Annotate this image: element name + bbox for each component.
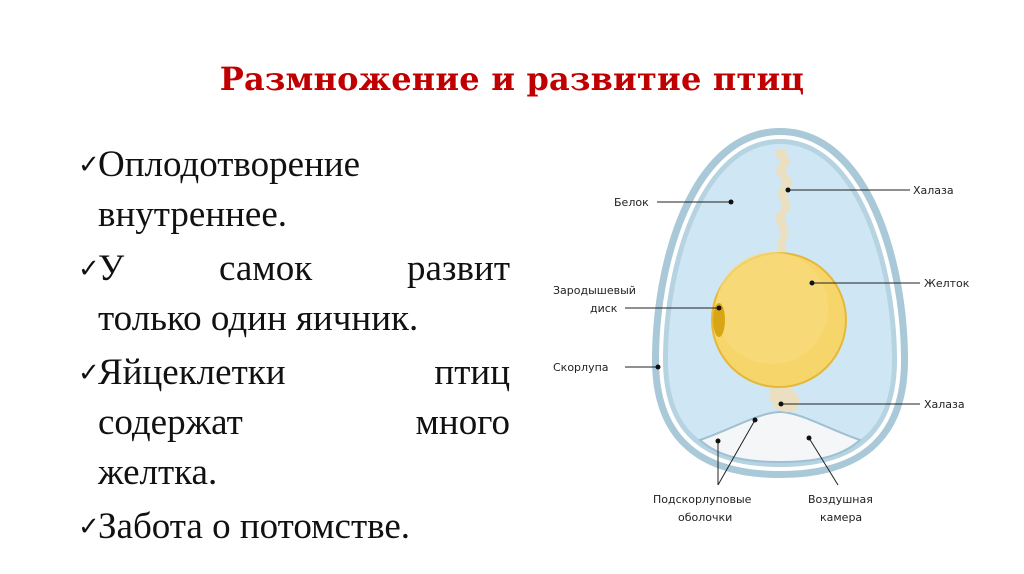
- checkmark-icon: ✓: [78, 254, 100, 284]
- bullet-line: Оплодотворение: [98, 144, 361, 185]
- label-air-cell-2: камера: [820, 511, 862, 524]
- label-germinal-disc-2: диск: [590, 302, 618, 315]
- label-chalaza-bottom: Халаза: [924, 398, 965, 411]
- label-air-cell: Воздушная: [808, 493, 873, 506]
- bullet-list: ✓ Оплодотворение внутреннее. ✓ У самок р…: [78, 140, 510, 556]
- label-yolk: Желток: [924, 277, 970, 290]
- bullet-line: внутреннее.: [98, 194, 288, 235]
- egg-structure-diagram: Белок Халаза Зародышевый диск Желток Ско…: [553, 128, 970, 524]
- label-albumen: Белок: [614, 196, 649, 209]
- leader-dots: [655, 187, 815, 444]
- chalaza-top: [774, 148, 793, 256]
- label-shell: Скорлупа: [553, 361, 609, 374]
- bullet-line: содержат много: [98, 402, 510, 443]
- bullet-item: ✓ Оплодотворение внутреннее.: [78, 140, 510, 240]
- yolk-highlight: [716, 252, 828, 364]
- chalaza-bottom: [769, 384, 800, 412]
- bullet-item: ✓ Забота о потомстве.: [78, 502, 510, 552]
- label-germinal-disc: Зародышевый: [553, 284, 636, 297]
- bullet-line: У самок развит: [98, 248, 510, 289]
- checkmark-icon: ✓: [78, 512, 100, 542]
- bullet-line: только один яичник.: [98, 298, 419, 339]
- bullet-item: ✓ Яйцеклетки птиц содержат много желтка.: [78, 348, 510, 498]
- germinal-disc: [713, 303, 725, 337]
- bullet-line: Яйцеклетки птиц: [98, 352, 510, 393]
- checkmark-icon: ✓: [78, 358, 100, 388]
- bullet-item: ✓ У самок развит только один яичник.: [78, 244, 510, 344]
- label-membranes-2: оболочки: [678, 511, 732, 524]
- label-chalaza-top: Халаза: [913, 184, 954, 197]
- bullet-line: желтка.: [98, 452, 218, 493]
- label-membranes: Подскорлуповые: [653, 493, 752, 506]
- bullet-line: Забота о потомстве.: [98, 506, 411, 547]
- air-cell: [698, 410, 862, 464]
- leader-lines: [625, 189, 920, 486]
- checkmark-icon: ✓: [78, 150, 100, 180]
- slide-title: Размножение и развитие птиц: [219, 60, 805, 98]
